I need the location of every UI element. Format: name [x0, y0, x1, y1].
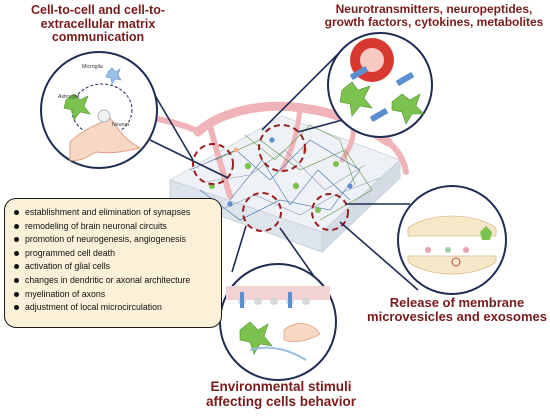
inset-neurotransmitters — [327, 32, 433, 138]
effect-item: adjustment of local microcirculation — [14, 301, 215, 315]
effect-item: myelination of axons — [14, 288, 215, 302]
effect-item: establishment and elimination of synapse… — [14, 206, 215, 220]
effect-item: activation of glial cells — [14, 260, 215, 274]
neuron-label: Neuron — [112, 122, 130, 128]
inset-environmental — [219, 263, 337, 381]
effect-item: promotion of neurogenesis, angiogenesis — [14, 233, 215, 247]
dashed-circles — [192, 124, 349, 232]
effects-box: establishment and elimination of synapse… — [4, 198, 222, 328]
effect-item: programmed cell death — [14, 247, 215, 261]
microglia-label: Microglia — [82, 64, 103, 70]
astrocyte-label: Astrocyte — [58, 94, 80, 100]
inset-cell-communication — [40, 51, 158, 169]
inset-release — [397, 185, 507, 295]
title-cell-communication: Cell-to-cell and cell-to-extracellular m… — [30, 3, 166, 44]
glial-cells — [209, 137, 353, 213]
neural-mesh — [189, 124, 381, 221]
effects-list: establishment and elimination of synapse… — [14, 206, 215, 315]
title-release: Release of membrane microvesicles and ex… — [367, 295, 547, 325]
title-neurotransmitters: Neurotransmitters, neuropeptides, growth… — [324, 2, 544, 29]
effect-item: changes in dendritic or axonal architect… — [14, 274, 215, 288]
effect-item: remodeling of brain neuronal circuits — [14, 220, 215, 234]
title-environmental: Environmental stimuli affecting cells be… — [205, 379, 357, 409]
